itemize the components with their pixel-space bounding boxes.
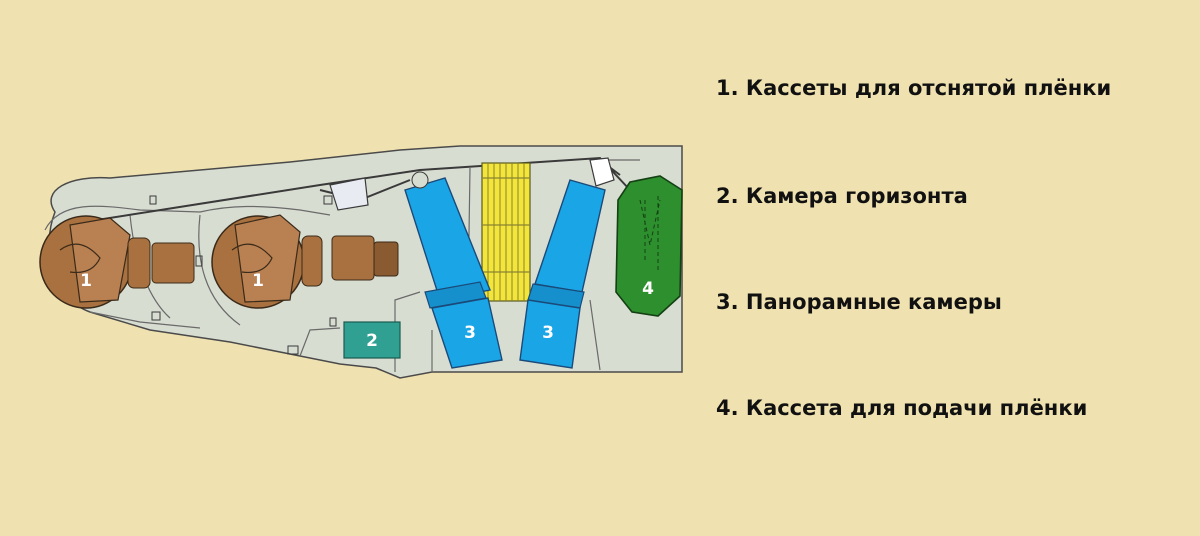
marker-4: 4 [642, 279, 654, 299]
panoramic-camera-left: 3 [404, 171, 503, 369]
mechanism-details [149, 195, 337, 355]
marker-1-center: 1 [252, 271, 264, 291]
legend-item-1: 1. Кассеты для отснятой плёнки [716, 76, 1112, 100]
legend-item-4: 4. Кассета для подачи плёнки [716, 396, 1088, 420]
camera-system-diagram: 1 1 2 3 3 4 [39, 145, 683, 379]
marker-3-right: 3 [542, 323, 554, 343]
center-yellow-block [481, 162, 531, 302]
frame-lines [89, 159, 640, 372]
legend-item-3: 3. Панорамные камеры [716, 290, 1002, 314]
marker-3-left: 3 [464, 323, 476, 343]
prism-block [329, 177, 369, 211]
horizon-camera: 2 [343, 321, 401, 359]
take-up-cassette-left: 1 [39, 215, 195, 309]
legend-item-2: 2. Камера горизонта [716, 184, 968, 208]
take-up-cassette-center: 1 [211, 214, 399, 309]
supply-cassette: 4 [615, 175, 683, 317]
panoramic-camera-right: 3 [519, 157, 615, 369]
marker-1-left: 1 [80, 271, 92, 291]
marker-2: 2 [366, 331, 378, 351]
